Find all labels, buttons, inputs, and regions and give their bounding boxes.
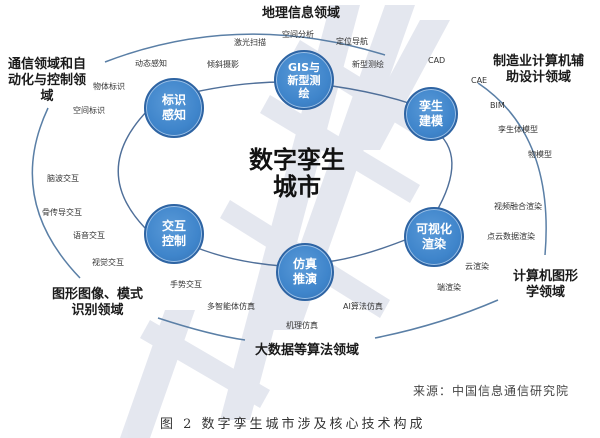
inner-arc-left: [117, 109, 149, 229]
tech-cae: CAE: [471, 76, 488, 85]
tech-object-identification: 物体标识: [93, 82, 125, 91]
tech-visual-interaction: 视觉交互: [92, 258, 124, 267]
tech-spatial-identification: 空间标识: [73, 106, 105, 115]
bubble-gis-surveying: GIS与 新型测 绘: [274, 50, 334, 110]
domain-manufacturing-cad: 制造业计算机辅 助设计领域: [493, 54, 585, 85]
domain-geographic-info: 地理信息领域: [262, 6, 341, 21]
outer-arc-left: [31, 107, 81, 279]
tech-brainwave-interaction: 脑波交互: [47, 174, 79, 183]
tech-oblique-photography: 倾斜摄影: [207, 60, 239, 69]
tech-new-surveying: 新型测绘: [352, 60, 384, 69]
tech-cad: CAD: [428, 56, 446, 65]
domain-bigdata-algorithms: 大数据等算法领域: [255, 343, 360, 358]
domain-computer-graphics: 计算机图形 学领域: [513, 269, 579, 300]
outer-arc-bottom-left: [157, 317, 246, 341]
figure-caption: 图 2 数字孪生城市涉及核心技术构成: [160, 417, 426, 432]
domain-graphics-pattern-recognition: 图形图像、模式 识别领域: [52, 287, 144, 318]
tech-multi-agent-simulation: 多智能体仿真: [207, 302, 255, 311]
bubble-identification-sensing: 标识 感知: [144, 78, 204, 138]
tech-bim: BIM: [490, 101, 505, 110]
tech-dynamic-sensing: 动态感知: [135, 59, 167, 68]
source-attribution: 来源：中国信息通信研究院: [413, 384, 570, 398]
bubble-interaction-control: 交互 控制: [144, 204, 204, 264]
tech-voice-interaction: 语音交互: [73, 231, 105, 240]
tech-positioning-navigation: 定位导航: [336, 37, 368, 46]
bubble-visualization-rendering: 可视化 渲染: [404, 207, 464, 267]
tech-twin-body-model: 孪生体模型: [498, 125, 538, 134]
tech-spatial-analysis: 空间分析: [282, 30, 314, 39]
tech-object-model: 物模型: [528, 150, 552, 159]
tech-mechanism-simulation: 机理仿真: [286, 321, 318, 330]
tech-point-cloud-rendering: 点云数据渲染: [487, 232, 535, 241]
center-title: 数字孪生 城市: [249, 146, 345, 201]
domain-communication-automation: 通信领域和自 动化与控制领 域: [8, 57, 87, 104]
tech-edge-rendering: 端渲染: [437, 283, 461, 292]
tech-gesture-interaction: 手势交互: [170, 280, 202, 289]
tech-ai-algorithm-simulation: AI算法仿真: [343, 302, 383, 311]
tech-bone-conduction-interaction: 骨传导交互: [42, 208, 82, 217]
outer-arc-right-top: [477, 82, 547, 256]
bubble-twin-modeling: 孪生 建模: [404, 87, 458, 141]
tech-cloud-rendering: 云渲染: [465, 262, 489, 271]
outer-arc-top: [104, 33, 386, 63]
outer-arc-bottom-right: [374, 299, 499, 339]
tech-video-fusion-rendering: 视频融合渲染: [494, 202, 542, 211]
tech-laser-scanning: 激光扫描: [234, 38, 266, 47]
inner-arc-bottom-right: [325, 237, 411, 263]
bubble-simulation: 仿真 推演: [276, 243, 334, 301]
